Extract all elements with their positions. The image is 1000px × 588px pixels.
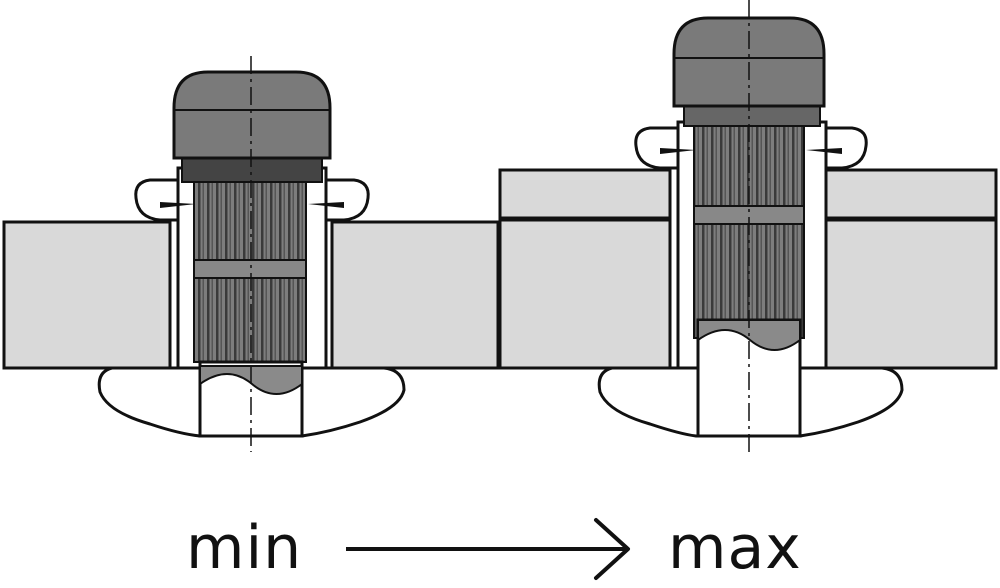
right-plate-right (824, 218, 998, 370)
right-flange-notch-r (806, 148, 842, 154)
right-flange-left (634, 126, 680, 170)
left-plate-left (2, 220, 172, 370)
right-flange-notch-l (660, 148, 696, 154)
min-label: min (186, 513, 303, 583)
left-flange-notch-r (308, 202, 344, 208)
max-label: max (668, 513, 802, 583)
left-mandrel-band (193, 259, 307, 279)
min-grip-assembly (2, 56, 500, 452)
right-top-plate-right (824, 168, 998, 220)
left-plate-right (330, 220, 500, 370)
right-plate-left (498, 218, 672, 370)
max-grip-assembly (498, 0, 998, 456)
left-cap (172, 70, 332, 160)
left-flange-right (324, 178, 370, 222)
left-flange-notch-l (160, 202, 196, 208)
right-top-plate-left (498, 168, 672, 220)
right-flange-right (824, 126, 868, 170)
right-arrow-icon (346, 518, 630, 580)
left-flange (134, 178, 180, 222)
